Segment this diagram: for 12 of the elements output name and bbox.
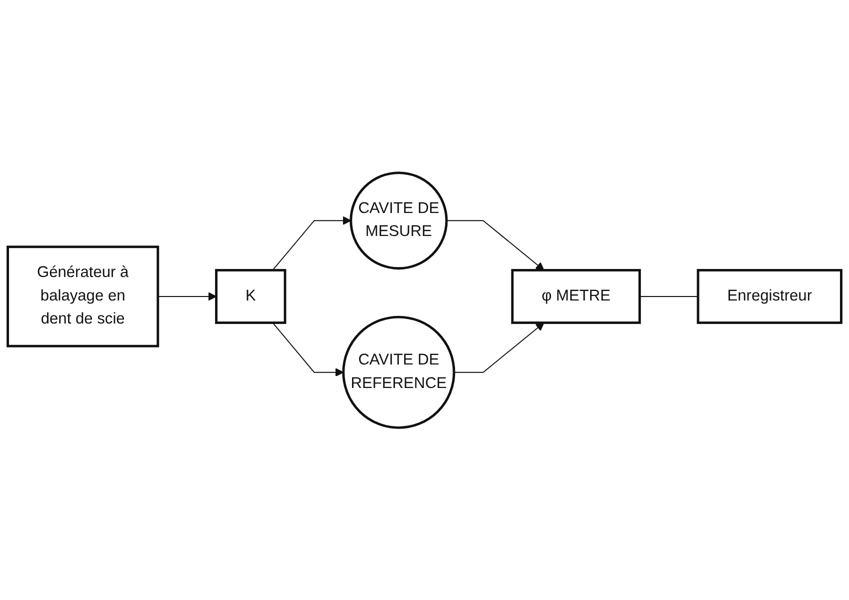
node-box: K bbox=[215, 268, 286, 324]
arrow bbox=[272, 322, 344, 376]
node-box: φ METRE bbox=[511, 268, 641, 324]
connector bbox=[639, 296, 699, 297]
node-circle: CAVITE DE MESURE bbox=[350, 171, 448, 270]
arrow bbox=[454, 322, 544, 373]
arrow bbox=[446, 220, 544, 270]
node-box: Enregistreur bbox=[696, 268, 842, 324]
arrow bbox=[157, 292, 217, 301]
node-circle: CAVITE DE REFERENCE bbox=[342, 316, 456, 429]
node-box: Générateur à balayage en dent de scie bbox=[6, 245, 160, 348]
arrow bbox=[272, 216, 352, 270]
